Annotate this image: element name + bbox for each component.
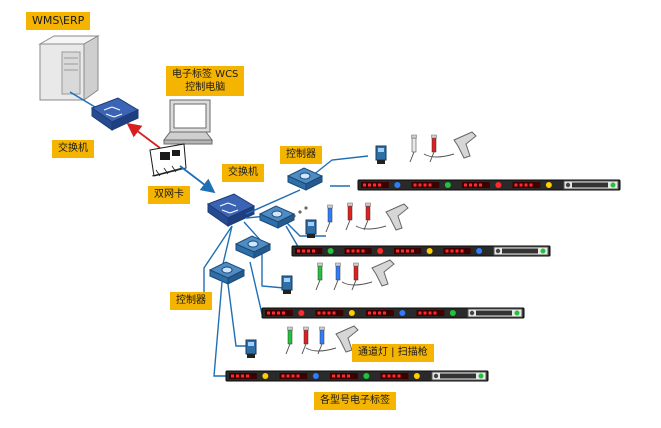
display-panel-icon-2 xyxy=(305,219,317,238)
wms-erp-label: WMS\ERP xyxy=(26,12,91,30)
signal-light-icon-4 xyxy=(345,202,353,231)
electronic-labels-label: 各型号电子标签 xyxy=(314,392,396,410)
controller-icon-4 xyxy=(208,261,246,285)
signal-light-icon-3 xyxy=(325,204,333,233)
nic-label: 双网卡 xyxy=(148,186,190,204)
switch-icon xyxy=(90,97,140,131)
scanner-icon-4 xyxy=(305,325,359,353)
signal-light-icon-6 xyxy=(315,262,323,291)
scanner-icon-1 xyxy=(423,131,477,159)
controller-1-label: 控制器 xyxy=(280,146,322,164)
signal-light-icon-8 xyxy=(351,262,359,291)
scanner-icon-2 xyxy=(355,203,409,231)
arrow-to-switch xyxy=(126,122,161,149)
network-card-icon xyxy=(149,143,187,177)
signal-light-icon-9 xyxy=(285,326,293,355)
arrow-to-switch-2 xyxy=(179,165,216,194)
controller-icon-3 xyxy=(234,235,272,259)
display-panel-icon-1 xyxy=(375,145,387,164)
controller-group xyxy=(208,167,324,285)
controller-2-label: 控制器 xyxy=(170,292,212,310)
signal-light-icon-2 xyxy=(429,134,437,163)
signal-light-icon-10 xyxy=(301,326,309,355)
wcs-line-2: 控制电脑 xyxy=(185,82,226,93)
computer-icon xyxy=(163,99,213,145)
scanner-icon-3 xyxy=(341,259,395,287)
display-panel-icon-4 xyxy=(245,339,257,358)
signal-light-icon-1 xyxy=(409,134,417,163)
continuation-dots xyxy=(292,206,308,218)
label-strip-2 xyxy=(291,245,551,257)
wcs-line-1: 电子标签 WCS xyxy=(172,69,239,80)
server-icon xyxy=(38,35,100,101)
signal-light-icon-5 xyxy=(363,202,371,231)
wcs-computer-label: 电子标签 WCS 控制电脑 xyxy=(166,66,245,96)
signal-light-icon-7 xyxy=(333,262,341,291)
switch-2-label: 交换机 xyxy=(222,164,264,182)
label-strip-1 xyxy=(357,179,621,191)
controller-icon-1 xyxy=(286,167,324,191)
label-strip-group xyxy=(225,179,621,382)
display-panel-icon-3 xyxy=(281,275,293,294)
controller-icon-2 xyxy=(258,205,296,229)
label-strip-4 xyxy=(225,370,489,382)
peripheral-group xyxy=(245,131,477,358)
switch-1-label: 交换机 xyxy=(52,140,94,158)
label-strip-3 xyxy=(261,307,525,319)
signal-light-icon-11 xyxy=(317,326,325,355)
light-scanner-label: 通道灯 | 扫描枪 xyxy=(352,344,434,362)
switch-icon-2 xyxy=(206,193,256,227)
